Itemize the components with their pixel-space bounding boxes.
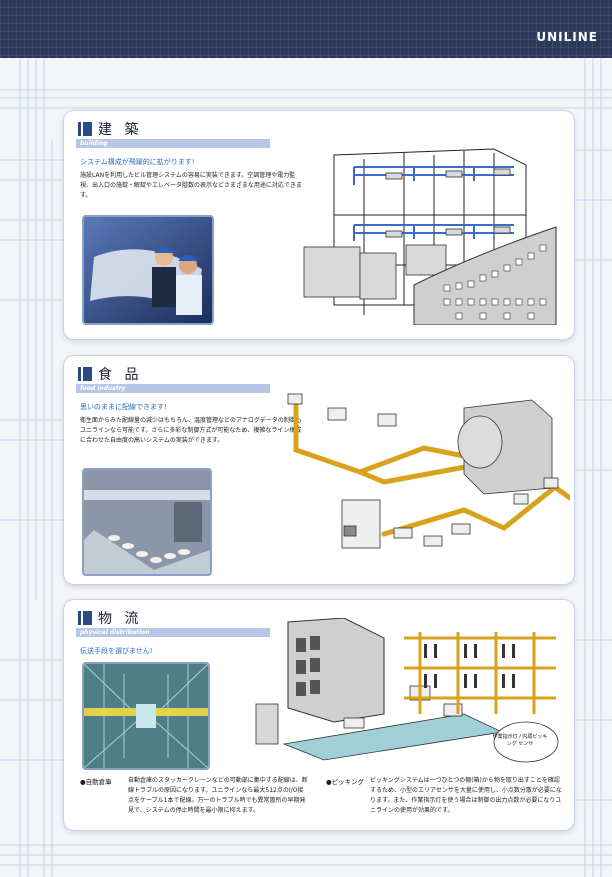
photo-food-line [82, 468, 212, 576]
note-text-automated-warehouse: 自動倉庫のスタッカークレーンなどの可動部に集中する配線は、断線トラブルの原因にな… [128, 777, 308, 814]
section-subtitle-bar: building [76, 139, 270, 148]
section-title: 建 築 [78, 119, 142, 139]
photo-warehouse [82, 662, 210, 770]
section-mark-icon [78, 367, 92, 381]
section-lead: 伝送手段を選びません! [80, 647, 153, 655]
section-body: 施設LANを利用したビル管理システムの容易に実装できます。空調管理や電力監視、出… [80, 172, 302, 199]
section-subtitle-en: building [80, 140, 108, 147]
note-head-picking: ●ピッキング [326, 778, 364, 786]
section-logistics: 物 流 physical distribution 伝送手段を選びません! [64, 600, 574, 830]
section-body: 衛生面からみた配線量の減少はもちろん、温度管理などのアナログデータの制御もユニラ… [80, 417, 302, 444]
section-food: 食 品 food industry 思いのままに配線できます! 衛生面からみた配… [64, 356, 574, 584]
photo-engineers [82, 215, 214, 325]
section-subtitle-en: physical distribution [80, 629, 150, 636]
section-lead: システム構成が飛躍的に拡がります! [80, 158, 195, 166]
section-lead: 思いのままに配線できます! [80, 403, 167, 411]
section-subtitle-en: food industry [80, 385, 126, 392]
section-title: 食 品 [78, 364, 142, 384]
page-header: UNILINE [0, 0, 612, 58]
section-heading: 物 流 [98, 611, 143, 627]
section-mark-icon [78, 122, 92, 136]
note-text-picking: ピッキングシステムは一つひとつの棚(箱)から物を取り出すことを確認するため、小型… [370, 777, 562, 814]
note-head-automated-warehouse: ●自動倉庫 [80, 778, 112, 786]
section-title: 物 流 [78, 608, 142, 628]
logistics-illustration [255, 618, 559, 763]
section-subtitle-bar: food industry [76, 384, 270, 393]
section-building: 建 築 building システム構成が飛躍的に拡がります! 施設LANを利用し… [64, 111, 574, 339]
callout-label: 作業指示灯 / 内蔵ピッキング センサ [492, 734, 548, 747]
food-factory-illustration [287, 393, 570, 549]
section-subtitle-bar: physical distribution [76, 628, 270, 637]
section-heading: 食 品 [98, 367, 143, 383]
section-mark-icon [78, 611, 92, 625]
brand-logo: UNILINE [536, 30, 598, 44]
section-heading: 建 築 [98, 122, 143, 138]
building-illustration [303, 148, 557, 325]
